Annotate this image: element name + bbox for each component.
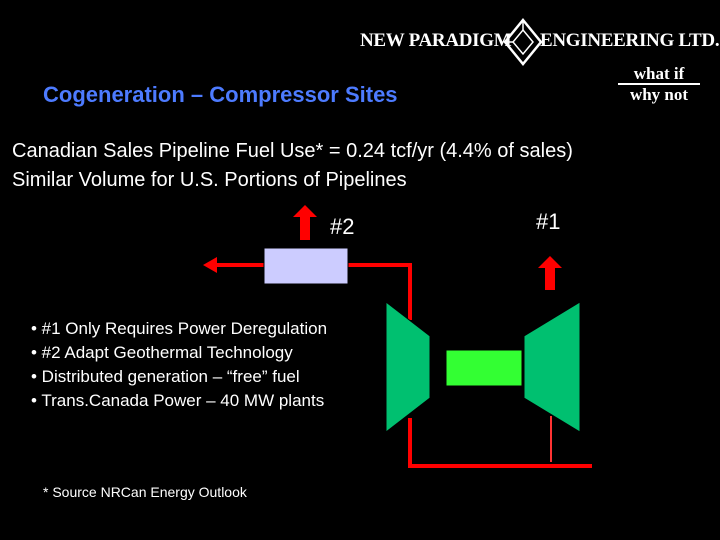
outlet-arrowhead bbox=[203, 257, 217, 273]
bullet-item: • #1 Only Requires Power Deregulation bbox=[31, 319, 328, 338]
headline-line-2: Similar Volume for U.S. Portions of Pipe… bbox=[12, 169, 407, 191]
tagline-why-not: why not bbox=[629, 85, 689, 104]
bullet-item: • #2 Adapt Geothermal Technology bbox=[31, 343, 293, 362]
diamond-logo-icon bbox=[503, 18, 543, 66]
headline-line-1: Canadian Sales Pipeline Fuel Use* = 0.24… bbox=[12, 140, 573, 162]
exhaust-pipe bbox=[348, 263, 412, 320]
shaft-box bbox=[445, 349, 523, 387]
up-arrow-1-icon bbox=[538, 256, 562, 290]
source-footnote: * Source NRCan Energy Outlook bbox=[43, 484, 247, 500]
power-turbine bbox=[523, 301, 581, 433]
up-arrow-2-icon bbox=[293, 205, 317, 240]
label-2: #2 bbox=[330, 214, 355, 239]
company-name-left: NEW PARADIGM bbox=[360, 30, 512, 51]
bullet-list: • #1 Only Requires Power Deregulation • … bbox=[31, 317, 327, 413]
tagline-what-if: what if bbox=[618, 64, 700, 85]
inlet-pipe bbox=[408, 418, 592, 468]
tagline: what if why not bbox=[618, 64, 700, 104]
company-name-right: ENGINEERING LTD. bbox=[540, 30, 720, 51]
label-1: #1 bbox=[536, 209, 561, 234]
slide-title: Cogeneration – Compressor Sites bbox=[43, 82, 398, 107]
compressor-turbine bbox=[385, 300, 431, 434]
heat-recovery-box bbox=[263, 247, 349, 285]
bullet-item: • Trans.Canada Power – 40 MW plants bbox=[31, 391, 325, 410]
bullet-item: • Distributed generation – “free” fuel bbox=[31, 367, 300, 386]
